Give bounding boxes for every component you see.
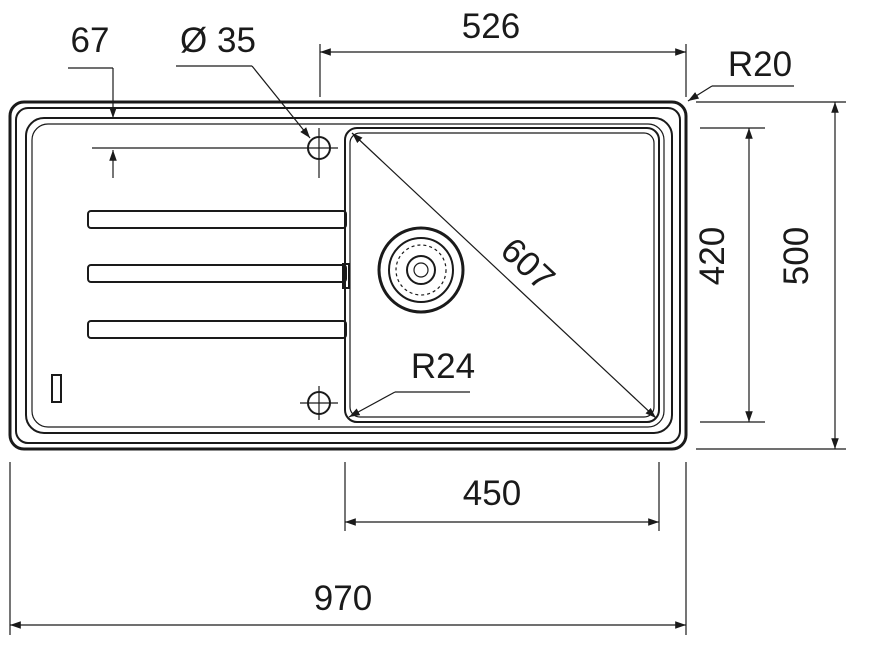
dim-label-bowl-depth: 420 <box>693 227 732 285</box>
dim-label-corner-radius-bowl: R24 <box>411 347 475 386</box>
bowl-outline-inner <box>349 132 655 418</box>
drainer-groove <box>87 320 347 339</box>
dim-label-overall-depth: 500 <box>777 227 816 285</box>
dimension-lines <box>9 44 846 635</box>
bowl-outline <box>344 127 660 423</box>
dim-label-corner-radius-outer: R20 <box>728 45 792 84</box>
dim-label-overall-width: 970 <box>314 579 372 618</box>
drainer-groove <box>87 264 347 283</box>
drainer-groove <box>87 210 347 229</box>
drainer-grooves <box>51 210 350 403</box>
drainer-outline-inner <box>31 123 665 428</box>
sink-outer-rim <box>8 100 688 451</box>
dim-label-tap-diameter: Ø 35 <box>180 21 256 60</box>
tap-hole-marker <box>300 128 338 178</box>
waste-outlet <box>377 226 465 314</box>
sink-inner-rim <box>15 107 681 444</box>
dim-label-bowl-diagonal: 607 <box>493 230 562 298</box>
overflow-slot <box>342 263 350 289</box>
dim-label-bowl-to-edge: 526 <box>462 7 520 46</box>
dim-label-tap-offset: 67 <box>71 21 110 60</box>
dim-label-bowl-width: 450 <box>463 474 521 513</box>
drainer-outline <box>25 117 673 434</box>
tap-hole-marker-alt <box>300 386 338 420</box>
overflow-hole <box>51 374 62 403</box>
